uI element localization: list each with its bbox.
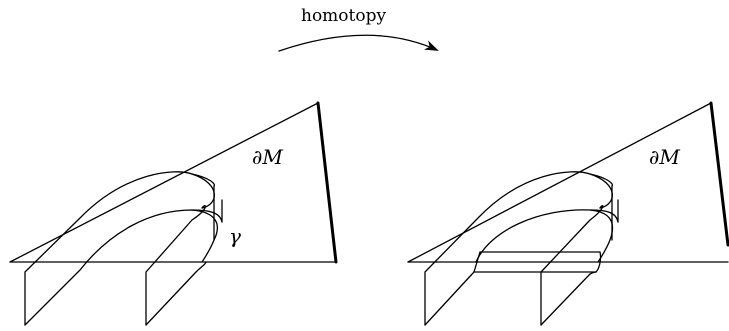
- left-panel: [9, 101, 338, 326]
- left-band-lower-arc: [24, 209, 218, 326]
- left-band-upper-arc-inner: [145, 205, 206, 326]
- right-strip-right: [595, 251, 602, 273]
- left-band-back-curve: [191, 173, 216, 187]
- right-leg-right: [540, 271, 597, 326]
- homotopy-arrow: [278, 34, 439, 52]
- right-band-front-curve: [589, 209, 619, 223]
- right-band-upper-arc: [424, 171, 613, 326]
- right-band-upper-arc-inner: [540, 205, 604, 326]
- right-leg-left: [424, 271, 475, 326]
- left-plane-top-edge: [9, 102, 319, 263]
- right-panel: [407, 101, 729, 326]
- right-plane-right-edge: [709, 101, 729, 247]
- right-strip-left: [473, 251, 481, 273]
- right-boundary-label: ∂M: [649, 145, 680, 169]
- right-band-lower-arc: [475, 209, 614, 263]
- gamma-label: γ: [229, 224, 241, 248]
- right-plane-top-edge: [407, 102, 712, 263]
- left-band-lower-front: [145, 261, 207, 326]
- left-band-upper-arc: [24, 171, 215, 326]
- left-boundary-label: ∂M: [252, 145, 283, 169]
- right-band-back-curve: [589, 173, 614, 187]
- homotopy-label: homotopy: [301, 6, 387, 26]
- left-band-front-curve: [191, 209, 223, 223]
- left-plane-right-edge: [316, 101, 338, 264]
